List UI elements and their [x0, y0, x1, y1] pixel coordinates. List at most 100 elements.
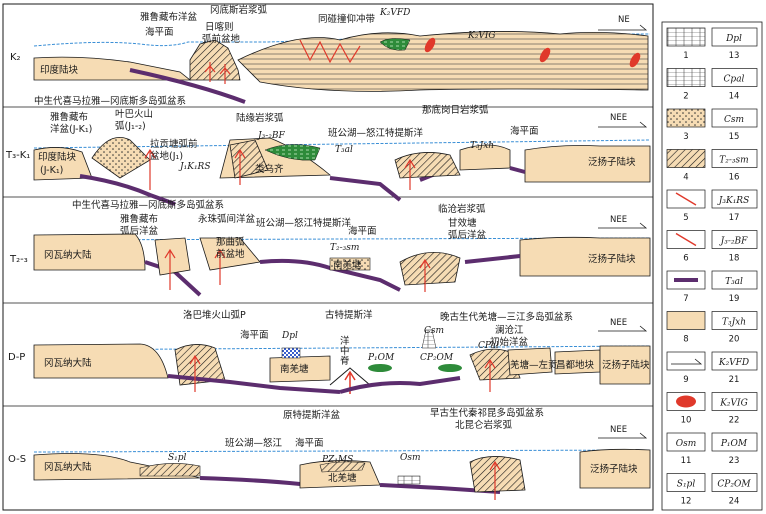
- label: 海平面: [145, 26, 174, 38]
- legend-number: 13: [729, 51, 740, 61]
- label: 班公湖—怒江: [225, 437, 283, 449]
- magma-rise: [189, 354, 201, 392]
- label: 叶巴火山: [115, 109, 153, 120]
- label: 泛扬子陆块: [588, 156, 636, 168]
- forearc: [459, 144, 511, 171]
- label: 冈瓦纳大陆: [44, 357, 92, 369]
- label: Osm: [400, 453, 421, 463]
- label: 海平面: [295, 437, 324, 449]
- label: T₂-₃sm: [330, 243, 359, 253]
- label: T₃al: [335, 145, 353, 155]
- label: 海平面: [240, 329, 269, 341]
- sea-level-line: [33, 345, 651, 351]
- label: 甘效塘: [448, 217, 477, 229]
- sea-level-line: [33, 449, 651, 453]
- direction-label: NE: [618, 15, 630, 25]
- legend-code: T₂-₃sm: [719, 156, 748, 166]
- magma-rise: [144, 148, 156, 190]
- label: T₃Jxh: [470, 141, 494, 151]
- magma-rise: [219, 64, 231, 84]
- magma-rise: [489, 460, 501, 500]
- label: Csm: [424, 326, 444, 336]
- legend-fault-symbol: [675, 232, 697, 247]
- legend-code: K₂VFD: [718, 358, 749, 368]
- legend-number: 2: [683, 92, 688, 102]
- label: 前盆地: [216, 248, 245, 260]
- sediment-pz1ms: [319, 461, 366, 473]
- legend-number: 6: [683, 254, 688, 264]
- label: J₁K₁RS: [178, 162, 211, 172]
- legend-number: 23: [729, 456, 740, 466]
- legend-number: 7: [683, 294, 688, 304]
- panel-k2: K₂ 雅鲁藏布洋盆 海平面 冈底斯岩浆弧 日喀则 弧前盆地 同碰撞仰冲带 K₂V…: [10, 4, 650, 104]
- magma-rise: [484, 358, 496, 392]
- magma-rise: [214, 248, 226, 285]
- label: J₃-₂BF: [256, 131, 285, 141]
- label: 中生代喜马拉雅—冈底斯多岛弧盆系: [34, 95, 186, 107]
- label: K₂VFD: [379, 8, 410, 18]
- legend-number: 5: [683, 213, 688, 223]
- legend-code: Dpl: [725, 34, 742, 44]
- volcanic-unit-p1om: [368, 364, 392, 372]
- label: 临沧岩浆弧: [438, 203, 486, 215]
- subducting-plate: [464, 254, 521, 264]
- legend-number: 20: [729, 335, 740, 345]
- direction-arrow: [598, 24, 648, 31]
- legend-frame: [661, 21, 763, 511]
- label: 陆缘岩浆弧: [236, 112, 284, 124]
- magma-rise: [419, 258, 431, 292]
- carbonate-csm: [421, 329, 437, 349]
- label: 同碰撞仰冲带: [318, 13, 376, 25]
- label: PZ₁MS: [321, 455, 353, 465]
- label: CP₂OM: [420, 353, 454, 363]
- qiangtang-continent: [33, 233, 146, 271]
- legend-code-box: [711, 189, 758, 209]
- label: 初始洋盆: [490, 336, 529, 348]
- thrust-fault: [299, 39, 361, 64]
- yangtze-block: [599, 345, 651, 385]
- legend-number: 4: [683, 173, 688, 183]
- legend-code-box: [711, 270, 758, 290]
- label: 晚古生代羌塘—三江多岛弧盆系: [440, 311, 573, 323]
- label: 南羌塘: [333, 259, 362, 271]
- carbonate-osm: [397, 475, 421, 485]
- arc-body: [189, 39, 241, 81]
- legend-swatch: [666, 68, 706, 87]
- plate: [167, 374, 341, 394]
- label: 原特提斯洋盆: [283, 409, 341, 421]
- legend: 1Dpl132Cpal143Csm154T₂-₃sm165J₃K₁RS176J₃…: [661, 21, 763, 511]
- legend-code-box: [711, 68, 758, 87]
- legend-code-box: [711, 149, 758, 168]
- legend-code: CP₂OM: [717, 480, 751, 490]
- label: S₁pl: [168, 453, 187, 463]
- legend-code: J₃-₂BF: [719, 237, 748, 247]
- label: 那底岗日岩浆弧: [422, 104, 489, 116]
- label: 弧(J₁-₂): [115, 120, 146, 132]
- legend-number: 22: [729, 416, 740, 426]
- label: Dpl: [281, 331, 298, 341]
- legend-code: S₁pl: [677, 480, 696, 490]
- legend-number: 11: [681, 456, 692, 466]
- sea-level-line: [33, 139, 651, 149]
- thrust-belt: [237, 31, 649, 92]
- label: 海平面: [348, 225, 377, 237]
- qiangtang-zuogong-block: [507, 347, 553, 376]
- legend-code: T₃Jxh: [722, 318, 746, 328]
- legend-swatch: [666, 149, 706, 168]
- legend-code: T₃al: [725, 277, 743, 287]
- magma-rise: [204, 62, 216, 82]
- direction-label: NEE: [610, 425, 627, 435]
- label: 弧后洋盆: [120, 225, 159, 237]
- label: 雅鲁藏布洋盆: [140, 11, 198, 23]
- label: 班公湖—怒江特提斯洋: [256, 217, 352, 229]
- label: 盆地(J₁): [150, 150, 183, 162]
- label: 中生代喜马拉雅—冈底斯多岛弧盆系: [72, 199, 224, 211]
- label: 古特提斯洋: [325, 309, 373, 321]
- legend-swatch: [666, 473, 706, 492]
- magma-rise: [234, 148, 246, 185]
- label: 泛扬子陆块: [602, 359, 650, 371]
- label: 永珠弧间洋盆: [198, 213, 256, 225]
- subducting-plate: [79, 174, 176, 206]
- direction-arrow: [598, 432, 648, 439]
- label: 中: [340, 345, 350, 357]
